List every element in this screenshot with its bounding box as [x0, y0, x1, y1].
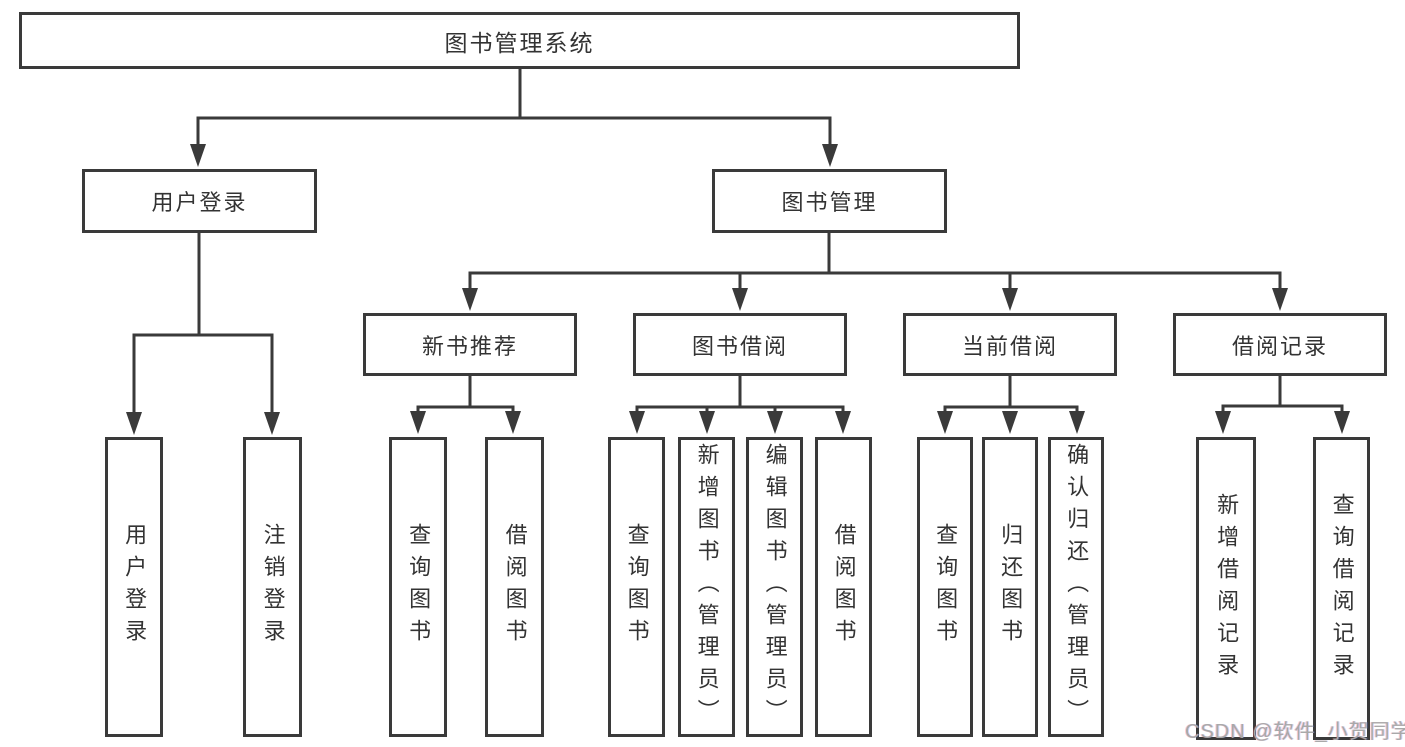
leaf-query-books-current: 查询图书 — [917, 437, 973, 737]
leaf-return-books: 归还图书 — [982, 437, 1038, 737]
leaf-add-books-admin: 新增图书（管理员） — [678, 437, 735, 737]
node-new-book-recommend: 新书推荐 — [363, 313, 577, 376]
leaf-logout-login: 注销登录 — [243, 437, 302, 737]
leaf-query-borrow-record-label: 查询借阅记录 — [1329, 492, 1355, 685]
leaf-return-books-label: 归还图书 — [998, 523, 1024, 651]
node-root: 图书管理系统 — [19, 12, 1020, 69]
leaf-borrow-books-recommend: 借阅图书 — [485, 437, 544, 737]
node-borrow-records: 借阅记录 — [1173, 313, 1387, 376]
leaf-confirm-return-admin-label: 确认归还（管理员） — [1064, 443, 1090, 731]
node-user-login: 用户登录 — [82, 169, 317, 233]
leaf-borrow-books-recommend-label: 借阅图书 — [502, 523, 528, 651]
node-current-borrow-label: 当前借阅 — [961, 333, 1058, 359]
leaf-edit-books-admin: 编辑图书（管理员） — [746, 437, 803, 737]
leaf-logout-login-label: 注销登录 — [260, 523, 286, 651]
leaf-user-login: 用户登录 — [105, 437, 163, 737]
leaf-borrow-books-label: 借阅图书 — [831, 523, 857, 651]
leaf-user-login-label: 用户登录 — [122, 523, 148, 651]
leaf-query-books-borrow-label: 查询图书 — [624, 523, 650, 651]
leaf-query-books-current-label: 查询图书 — [933, 523, 959, 651]
leaf-query-books-borrow: 查询图书 — [608, 437, 665, 737]
node-root-label: 图书管理系统 — [444, 29, 595, 56]
node-current-borrow: 当前借阅 — [903, 313, 1117, 376]
node-user-login-label: 用户登录 — [151, 190, 248, 215]
connector-user-login-to-leaves — [126, 231, 280, 435]
connector-book-borrow-to-leaves — [629, 374, 851, 434]
leaf-add-borrow-record: 新增借阅记录 — [1196, 437, 1256, 740]
connector-new-book-recommend-to-leaves — [410, 374, 521, 434]
node-new-book-recommend-label: 新书推荐 — [421, 333, 518, 359]
node-book-borrow: 图书借阅 — [633, 313, 847, 376]
node-book-management: 图书管理 — [712, 169, 947, 233]
node-book-borrow-label: 图书借阅 — [691, 333, 788, 359]
connector-book-management-to-level3 — [462, 231, 1288, 311]
connector-current-borrow-to-leaves — [937, 374, 1085, 434]
leaf-add-books-admin-label: 新增图书（管理员） — [694, 443, 720, 731]
node-book-management-label: 图书管理 — [781, 190, 878, 215]
watermark: CSDN @软件_小贺同学 — [1185, 721, 1405, 743]
connector-root-to-level2 — [190, 67, 838, 167]
leaf-borrow-books: 借阅图书 — [815, 437, 872, 737]
node-borrow-records-label: 借阅记录 — [1231, 333, 1328, 359]
leaf-query-books-recommend-label: 查询图书 — [406, 523, 432, 651]
leaf-add-borrow-record-label: 新增借阅记录 — [1214, 492, 1240, 685]
leaf-query-books-recommend: 查询图书 — [389, 437, 447, 737]
leaf-query-borrow-record: 查询借阅记录 — [1313, 437, 1370, 740]
leaf-confirm-return-admin: 确认归还（管理员） — [1048, 437, 1104, 737]
leaf-edit-books-admin-label: 编辑图书（管理员） — [762, 443, 788, 731]
connector-borrow-records-to-leaves — [1215, 374, 1350, 434]
